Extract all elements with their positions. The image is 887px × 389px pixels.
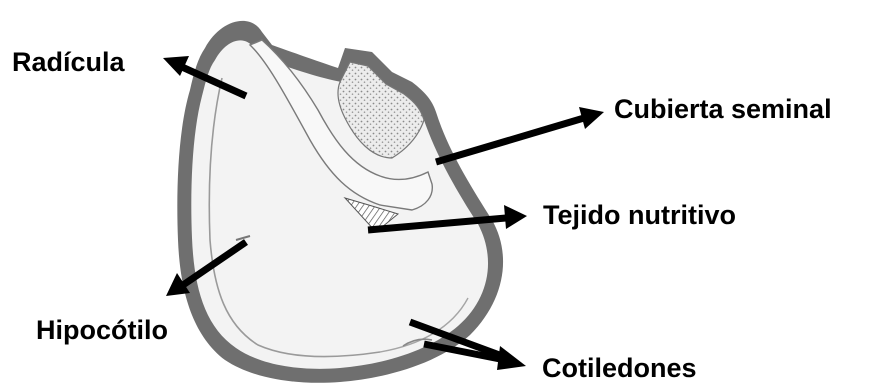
label-cubierta-seminal: Cubierta seminal [614, 94, 832, 124]
arrowhead-tejido-nutritivo [504, 205, 527, 229]
seed-illustration [177, 21, 503, 383]
label-cotiledones: Cotiledones [542, 353, 697, 383]
arrowhead-cotiledones [497, 346, 526, 370]
label-hipocotilo: Hipocótilo [36, 315, 168, 345]
arrow-cubierta-seminal [436, 118, 584, 162]
label-tejido-nutritivo: Tejido nutritivo [543, 200, 736, 230]
arrowhead-cubierta-seminal [579, 107, 604, 129]
label-radicula: Radícula [12, 47, 126, 77]
